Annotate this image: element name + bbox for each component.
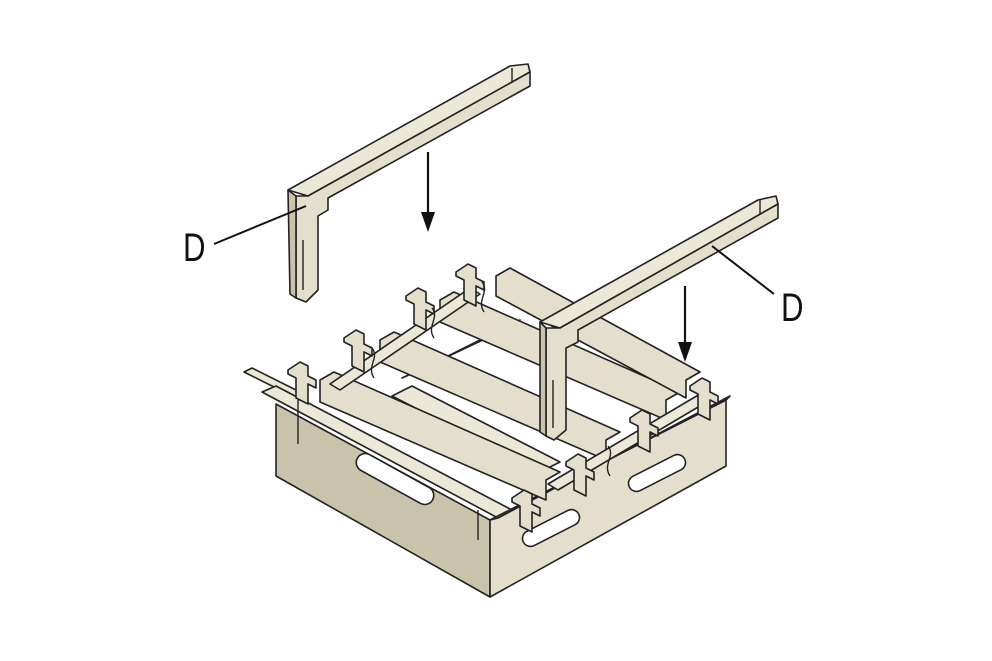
joint-piece-4 <box>455 263 485 307</box>
joint-piece-2 <box>343 329 373 373</box>
spring-clip-4 <box>606 445 612 477</box>
top-piece-left-beam-face <box>295 71 531 303</box>
spring-clip-1 <box>370 347 376 379</box>
joint-piece-5 <box>565 453 595 497</box>
leader-line-left <box>213 205 307 245</box>
tray-right-handle-slot-2 <box>627 453 687 493</box>
tray-front-handle-slot <box>355 452 435 506</box>
top-piece-d-right <box>539 195 779 441</box>
leader-line-right <box>711 245 775 295</box>
callout-label-left: D <box>183 226 206 270</box>
joint-piece-6 <box>629 409 659 453</box>
arrow-down-right <box>678 286 692 362</box>
divider-panel-4 <box>495 267 701 399</box>
top-piece-left-beam-top <box>287 63 531 197</box>
top-piece-right-edge <box>539 321 547 437</box>
spring-clip-3 <box>480 281 486 313</box>
joint-piece-8 <box>511 489 541 533</box>
callout-label-right: D <box>781 286 804 330</box>
spring-clip-2 <box>430 307 436 339</box>
divider-panel-1 <box>319 371 561 501</box>
joint-piece-1 <box>287 361 317 405</box>
joint-pieces <box>287 263 719 533</box>
top-piece-right-beam-top <box>539 195 779 329</box>
tray-right-handle-slot-1 <box>521 508 581 548</box>
arrow-down-left <box>421 152 435 232</box>
top-piece-left-edge <box>287 189 297 299</box>
joint-piece-3 <box>405 287 435 331</box>
top-piece-d-left <box>287 63 531 303</box>
joint-piece-7 <box>689 377 719 421</box>
